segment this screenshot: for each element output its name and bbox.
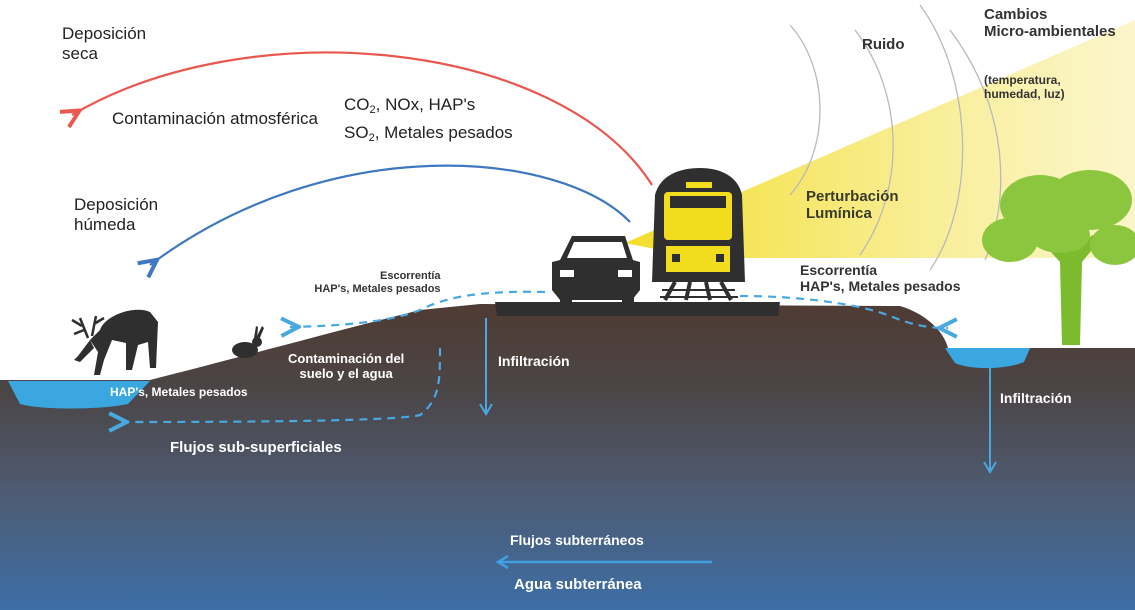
subsurface-flows-label: Flujos sub-superficiales	[170, 439, 342, 456]
pond-right	[945, 348, 1030, 369]
dry-deposition-arrow	[72, 51, 653, 186]
dry-deposition-label: Deposición seca	[62, 24, 147, 63]
runoff-right-arrow	[739, 294, 948, 328]
micro-changes-label: Cambios Micro-ambientales	[984, 6, 1116, 41]
infiltration-right-label: Infiltración	[1000, 390, 1072, 406]
pond-pollutants-label: HAP's, Metales pesados	[110, 385, 248, 399]
pollutants-line-2: SO2, Metales pesados	[344, 123, 513, 144]
wet-deposition-label: Deposición húmeda	[74, 195, 159, 234]
infiltration-center-label: Infiltración	[498, 353, 570, 369]
noise-label: Ruido	[862, 36, 905, 53]
pond-left	[8, 381, 150, 409]
runoff-right-label: Escorrentía HAP's, Metales pesados	[800, 262, 961, 295]
groundwater-label: Agua subterránea	[514, 576, 642, 593]
deer-icon	[71, 309, 158, 375]
infiltration-right-head	[983, 461, 997, 474]
runoff-left-label: Escorrentía HAP's, Metales pesados	[314, 270, 441, 295]
micro-changes-detail: (temperatura, humedad, luz)	[984, 73, 1065, 101]
soil-water-pollution-label: Contaminación del suelo y el agua	[288, 351, 405, 381]
rail-platform	[495, 302, 780, 316]
groundwater-flow-head	[495, 554, 509, 570]
car-icon	[552, 236, 640, 304]
rabbit-icon	[232, 326, 264, 358]
runoff-left-arrow	[290, 290, 546, 327]
train-icon	[652, 168, 745, 301]
light-disturbance-label: Perturbación Lumínica	[806, 188, 899, 223]
ground-soil	[0, 304, 1135, 610]
tree-icon	[982, 170, 1135, 345]
groundwater-flows-label: Flujos subterráneos	[510, 532, 644, 548]
pollutants-line-1: CO2, NOx, HAP's	[344, 95, 476, 116]
wet-deposition-arrow	[150, 164, 631, 265]
atmospheric-pollution-label: Contaminación atmosférica	[112, 109, 318, 128]
infiltration-center-head	[479, 403, 493, 416]
